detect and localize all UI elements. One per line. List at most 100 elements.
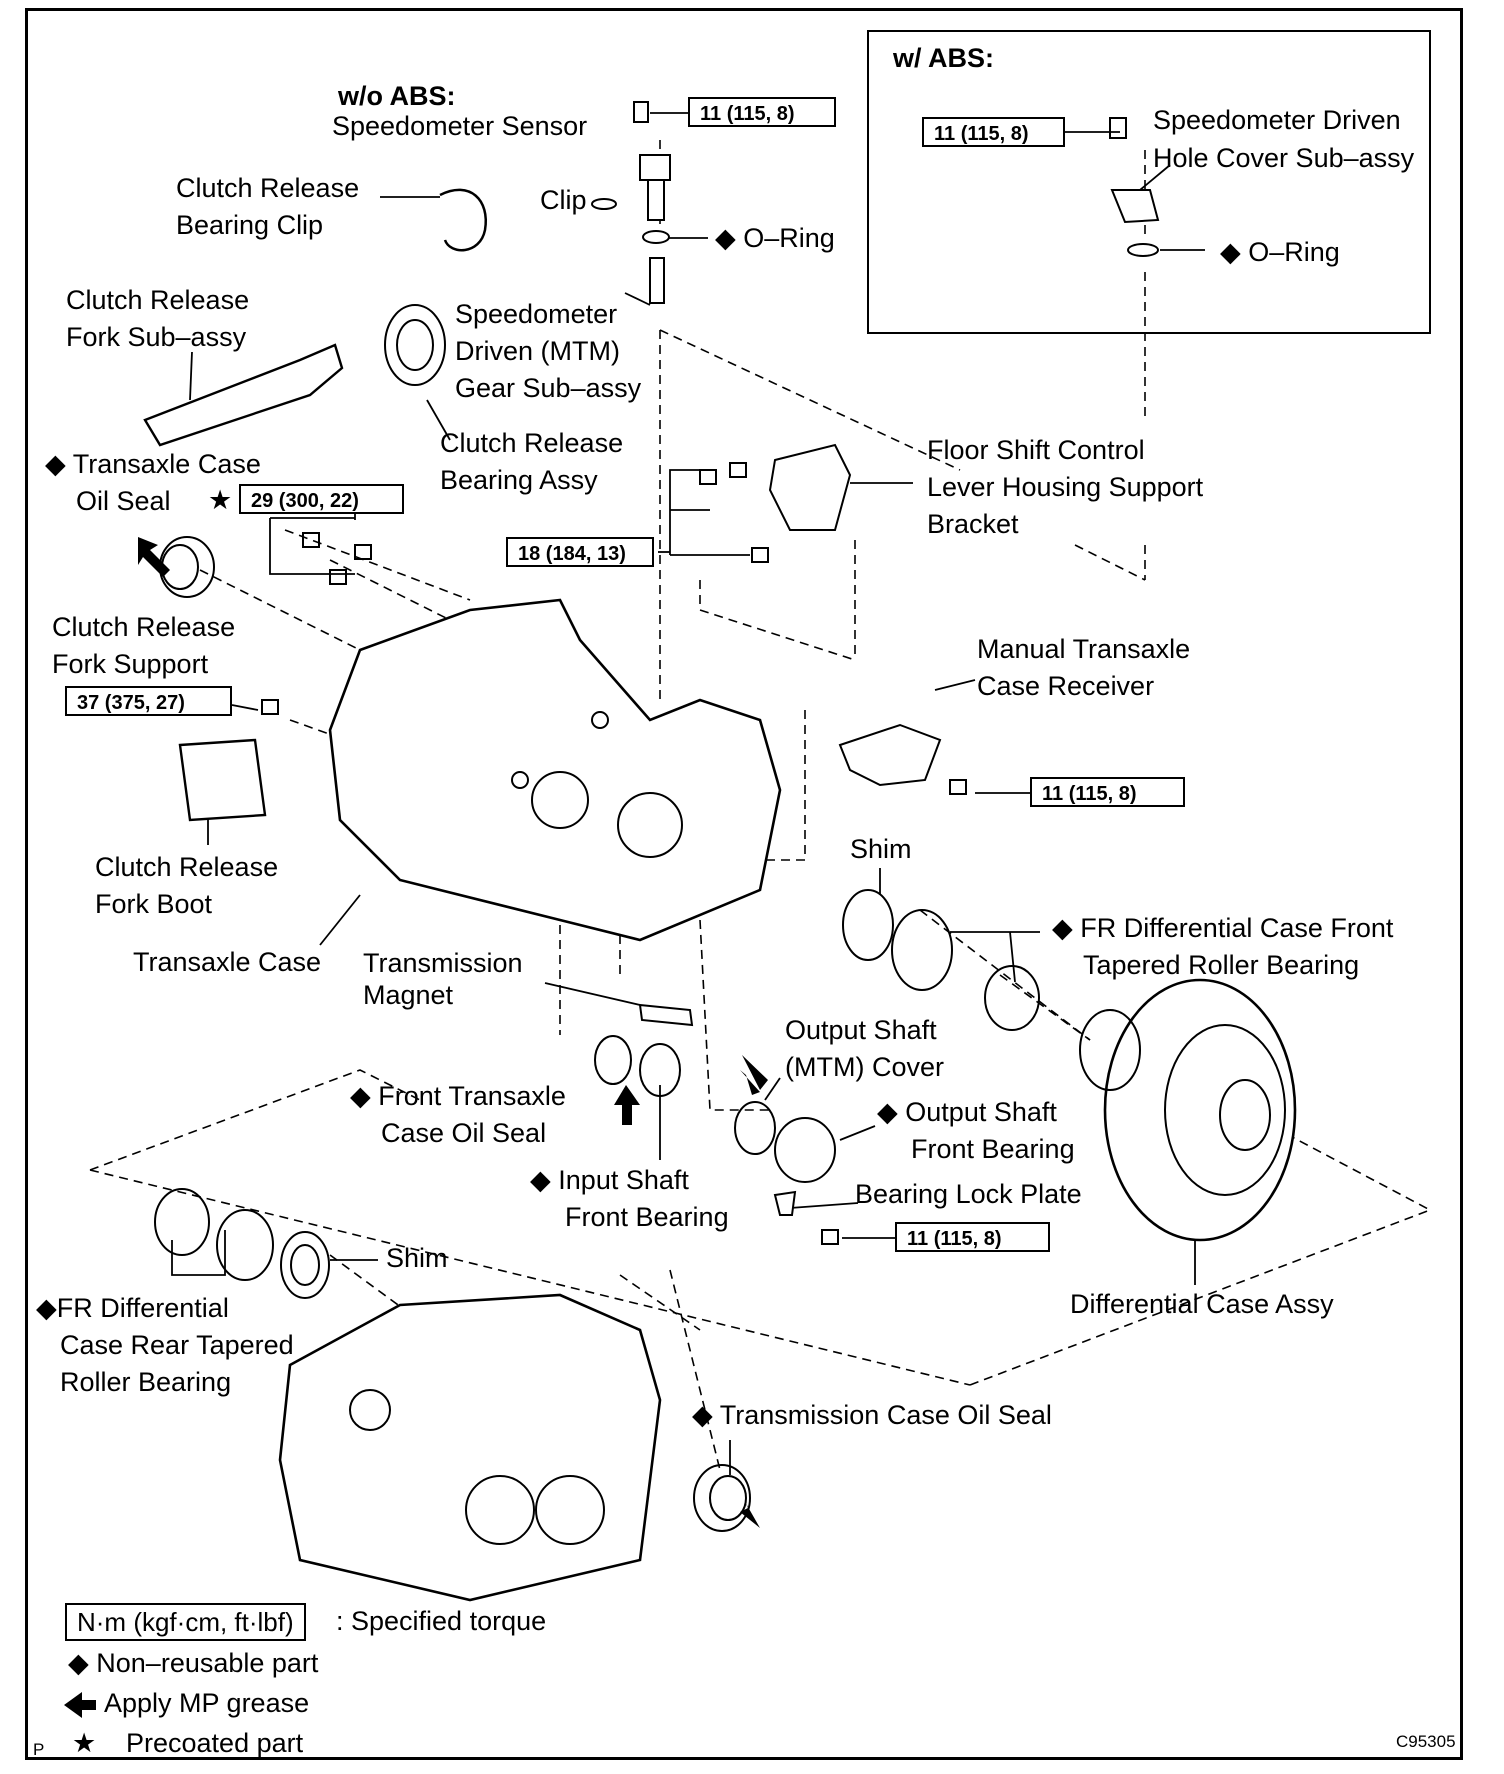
case-receiver-drawing	[838, 723, 942, 787]
front-transaxle-seal-label-1: ◆ Front Transaxle	[350, 1078, 566, 1115]
grease-arrows	[64, 537, 768, 1718]
speedo-gear-label-3: Gear Sub–assy	[455, 373, 642, 403]
fork-support-label-1: Clutch Release	[52, 612, 236, 642]
lock-plate-drawing	[773, 1190, 797, 1216]
legend-grease: Apply MP grease	[104, 1688, 310, 1718]
leader-lines	[171, 112, 1205, 1475]
lock-plate-torque-spec: 11 (115, 8)	[895, 1222, 1050, 1252]
transaxle-case-drawing	[328, 598, 782, 942]
transaxle-oil-seal-text: Transaxle Case	[72, 449, 261, 479]
fr-diff-front-text: FR Differential Case Front	[1080, 913, 1394, 943]
magnet-drawing	[638, 1003, 694, 1027]
abs-inset-box	[867, 30, 1431, 334]
oring-text: O–Ring	[743, 223, 835, 253]
fr-diff-rear-text: FR Differential	[56, 1293, 229, 1323]
transmission-oil-seal-label: ◆ Transmission Case Oil Seal	[692, 1397, 1052, 1434]
fr-diff-front-label-2: Tapered Roller Bearing	[1083, 950, 1360, 980]
shim-front-drawing	[842, 889, 894, 961]
abs-oring-label: ◆ O–Ring	[1220, 234, 1340, 271]
case-receiver-torque-spec: 11 (115, 8)	[1030, 777, 1185, 807]
input-bearing-label-1: ◆ Input Shaft	[530, 1162, 689, 1199]
output-front-bearing-label-1: ◆ Output Shaft	[877, 1094, 1057, 1131]
bearing-clip-drawing	[439, 188, 488, 252]
transmission-oil-seal-text: Transmission Case Oil Seal	[719, 1400, 1052, 1430]
abs-cover-drawing	[1109, 117, 1160, 257]
input-bearing-text: Input Shaft	[558, 1165, 689, 1195]
front-transaxle-seal-label-2: Case Oil Seal	[381, 1118, 547, 1148]
fr-diff-front-race-drawing	[891, 909, 953, 991]
fr-diff-front-label-1: ◆ FR Differential Case Front	[1052, 910, 1393, 947]
legend-non-reusable: ◆ Non–reusable part	[68, 1645, 318, 1682]
legend-star-icon: ★	[72, 1728, 97, 1758]
fr-diff-rear-label-3: Roller Bearing	[60, 1367, 232, 1397]
diamond-icon: ◆	[36, 1293, 57, 1323]
diff-case-label: Differential Case Assy	[1070, 1289, 1334, 1319]
output-front-bearing-drawing	[774, 1117, 836, 1183]
speedo-gear-label-1: Speedometer	[455, 299, 618, 329]
fr-diff-rear-label-1: ◆FR Differential	[36, 1290, 229, 1327]
legend-torque-box: N·m (kgf·cm, ft·lbf)	[65, 1603, 306, 1641]
legend-precoated: Precoated part	[126, 1728, 304, 1758]
fork-boot-label-2: Fork Boot	[95, 889, 213, 919]
bracket-label-3: Bracket	[927, 509, 1019, 539]
lock-plate-label: Bearing Lock Plate	[855, 1179, 1082, 1209]
shim-front-label: Shim	[850, 834, 912, 864]
bearing-assy-label-1: Clutch Release	[440, 428, 624, 458]
diamond-icon: ◆	[1220, 237, 1241, 267]
shim-rear-drawing	[280, 1231, 330, 1299]
differential-drawing	[1103, 978, 1297, 1242]
transaxle-oil-seal-label-2: Oil Seal	[76, 486, 171, 516]
diamond-icon: ◆	[715, 223, 736, 253]
fork-boot-label-1: Clutch Release	[95, 852, 279, 882]
clip-label: Clip	[540, 185, 587, 215]
abs-title: w/ ABS:	[893, 43, 994, 73]
output-cover-label-2: (MTM) Cover	[785, 1052, 944, 1082]
oring-label: ◆ O–Ring	[715, 220, 835, 257]
output-front-bearing-text: Output Shaft	[905, 1097, 1057, 1127]
bearing-clip-label-1: Clutch Release	[176, 173, 360, 203]
diamond-icon: ◆	[692, 1400, 713, 1430]
shim-rear-label: Shim	[386, 1243, 448, 1273]
bearing-assy-drawing	[384, 304, 446, 386]
output-cover-drawing	[734, 1101, 776, 1155]
fork-sub-assy-label-2: Fork Sub–assy	[66, 322, 247, 352]
magnet-label-1: Transmission	[363, 948, 523, 978]
fork-support-label-2: Fork Support	[52, 649, 209, 679]
case-receiver-label-1: Manual Transaxle	[977, 634, 1191, 664]
case-receiver-label-2: Case Receiver	[977, 671, 1155, 701]
fr-diff-rear-label-2: Case Rear Tapered	[60, 1330, 294, 1360]
bearing-assy-label-2: Bearing Assy	[440, 465, 598, 495]
fork-boot-drawing	[178, 738, 267, 822]
abs-cover-label-2: Hole Cover Sub–assy	[1153, 143, 1415, 173]
diamond-icon: ◆	[877, 1097, 898, 1127]
diamond-icon: ◆	[350, 1081, 371, 1111]
bearing-clip-label-2: Bearing Clip	[176, 210, 324, 240]
bracket-label-1: Floor Shift Control	[927, 435, 1145, 465]
figure-code: C95305	[1396, 1732, 1456, 1751]
abs-torque-spec: 11 (115, 8)	[922, 117, 1065, 147]
input-shaft-bearing-drawing	[639, 1043, 681, 1097]
fork-sub-assy-label-1: Clutch Release	[66, 285, 250, 315]
fr-diff-rear-bearing-drawing	[154, 1188, 210, 1256]
bolts	[261, 462, 967, 1245]
diamond-icon: ◆	[68, 1648, 89, 1678]
speedo-gear-label-2: Driven (MTM)	[455, 336, 620, 366]
abs-oring-text: O–Ring	[1248, 237, 1340, 267]
fr-diff-front-bearing-drawing	[984, 965, 1040, 1031]
fr-diff-rear-race-drawing	[216, 1209, 274, 1281]
bracket-drawing	[768, 443, 852, 531]
fork-support-torque-spec: 37 (375, 27)	[65, 686, 232, 716]
star-icon: ★	[208, 485, 233, 515]
front-transaxle-seal-text: Front Transaxle	[378, 1081, 566, 1111]
diamond-icon: ◆	[530, 1165, 551, 1195]
transmission-oil-seal-drawing	[693, 1464, 751, 1532]
speedometer-sensor-label: Speedometer Sensor	[332, 111, 588, 141]
abs-cover-label-1: Speedometer Driven	[1153, 105, 1401, 135]
front-transaxle-seal-drawing	[594, 1035, 632, 1085]
corner-mark-left: P	[33, 1740, 45, 1759]
diamond-icon: ◆	[1052, 913, 1073, 943]
legend-non-reusable-text: Non–reusable part	[96, 1648, 319, 1678]
transaxle-case-label: Transaxle Case	[133, 947, 322, 977]
case-bolts-torque-spec: 29 (300, 22)	[239, 484, 404, 514]
diagram-frame	[25, 8, 1463, 1760]
